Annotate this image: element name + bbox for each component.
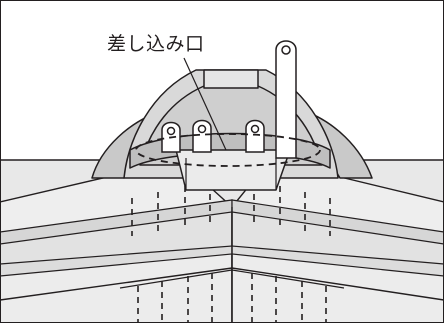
lower-fold-band	[119, 269, 345, 289]
dome-top-plate	[203, 69, 259, 89]
front-housing	[175, 149, 291, 191]
lower-fold-outline	[0, 267, 444, 301]
tab-group	[161, 40, 297, 159]
callout-leader	[183, 57, 227, 151]
tab-right	[245, 119, 265, 153]
tall-tab	[275, 40, 297, 159]
lower-stitch-lines	[137, 273, 327, 323]
callout-label: 差し込み口	[107, 33, 205, 55]
insertion-guide-ellipse	[135, 133, 321, 167]
housing-face	[175, 149, 291, 191]
upper-stitch-lines	[131, 183, 331, 236]
tab-center	[192, 119, 212, 153]
